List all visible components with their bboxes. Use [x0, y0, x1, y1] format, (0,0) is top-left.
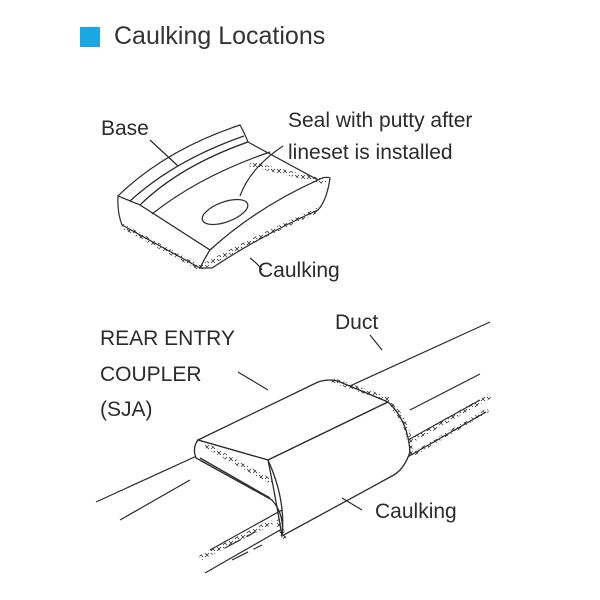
- base-caulk-bottom: [198, 207, 320, 271]
- duct-leader-line: [369, 334, 383, 351]
- base-caulking-leader-line: [249, 257, 263, 271]
- coupler-caulking-marks: [198, 377, 492, 561]
- coupler-caulking-leader-line: [341, 497, 363, 511]
- base-leader-line: [149, 139, 179, 167]
- duct-label: Duct: [335, 311, 379, 334]
- header: Caulking Locations: [80, 22, 325, 51]
- duct-caulk-line-3: [410, 408, 490, 457]
- seal-label-line2: lineset is installed: [288, 141, 453, 164]
- coupler-caulk-bottom: [273, 518, 287, 541]
- base-caulking-marks: [120, 161, 327, 271]
- coupler-front-rim: [199, 457, 271, 499]
- base-right-lip: [199, 176, 331, 269]
- seal-leader-line: [239, 145, 284, 197]
- base-crease-2: [151, 151, 271, 215]
- duct-caulk-line-2: [198, 519, 274, 561]
- coupler-leader-line: [237, 371, 269, 391]
- page-title: Caulking Locations: [114, 22, 326, 50]
- coupler-caulk-right: [388, 402, 413, 456]
- duct-edge-left: [119, 479, 191, 521]
- seal-label-line1: Seal with putty after: [288, 109, 473, 132]
- coupler-label-line1: REAR ENTRY: [100, 327, 235, 350]
- base-caulking-label: Caulking: [258, 259, 340, 282]
- coupler-caulking-label: Caulking: [375, 500, 457, 523]
- square-bullet-icon: [80, 26, 100, 47]
- duct-edge-back: [409, 373, 481, 411]
- base-crease-1: [129, 135, 245, 202]
- coupler-caulk-top: [331, 377, 391, 403]
- base-hole: [201, 198, 249, 226]
- coupler-caulk-front: [203, 442, 274, 485]
- duct-caulk-line-1: [410, 393, 492, 443]
- coupler-illustration: [193, 379, 411, 538]
- base-caulk-back: [249, 161, 327, 185]
- base-illustration: [116, 124, 331, 269]
- base-caulk-front: [120, 223, 202, 271]
- coupler-label-line3: (SJA): [100, 398, 153, 421]
- coupler-front-face: [193, 439, 284, 537]
- duct-dash-2: [231, 544, 263, 561]
- base-label: Base: [101, 117, 149, 140]
- coupler-label-line2: COUPLER: [100, 363, 202, 386]
